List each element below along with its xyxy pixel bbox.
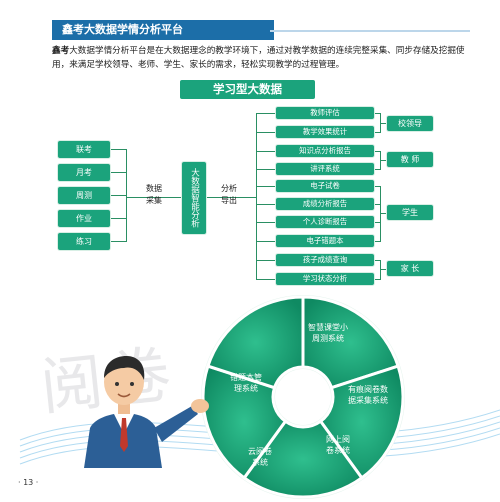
presenter-figure — [84, 356, 209, 468]
feature-box: 孩子成绩查询 — [276, 254, 374, 266]
feature-box: 教学效果统计 — [276, 126, 374, 138]
ring-segment-errorbook — [206, 295, 305, 390]
title-accent-line — [270, 30, 470, 32]
feature-box: 电子错题本 — [276, 235, 374, 247]
role-box-student: 学生 — [387, 205, 433, 220]
connector — [256, 222, 276, 223]
connector — [380, 213, 387, 214]
feature-box: 电子试卷 — [276, 180, 374, 192]
intro-lead: 鑫考 — [52, 46, 70, 56]
ring-label: 系统 — [252, 457, 268, 467]
connector — [256, 204, 276, 205]
connector — [374, 113, 380, 114]
page-number: · 13 · — [18, 478, 39, 487]
connector — [380, 123, 387, 124]
connector — [374, 241, 380, 242]
ring-center — [275, 369, 331, 425]
connector — [110, 195, 126, 196]
ring-label: 有痕阅卷数 — [348, 384, 388, 394]
feature-box: 讲评系统 — [276, 163, 374, 175]
connector — [380, 160, 387, 161]
ring-segment-trace — [318, 364, 405, 480]
ring-label: 周测系统 — [312, 333, 344, 343]
ring-label: 网上阅 — [326, 435, 350, 444]
ring-label: 据采集系统 — [348, 395, 388, 405]
connector — [256, 260, 276, 261]
system-ring: 智慧课堂小 周测系统 有痕阅卷数 据采集系统 网上阅 卷系统 云阅卷 系统 错题… — [201, 295, 405, 499]
feature-box: 成绩分析报告 — [276, 198, 374, 210]
source-box: 练习 — [58, 233, 110, 250]
feature-box: 个人诊断报告 — [276, 216, 374, 228]
ring-label: 智慧课堂小 — [308, 322, 348, 332]
main-label: 学习型大数据 — [180, 80, 315, 99]
role-box-parent: 家 长 — [387, 261, 433, 276]
source-box: 联考 — [58, 141, 110, 158]
collect-label: 数据采集 — [146, 184, 162, 205]
connector — [374, 132, 380, 133]
connector — [374, 186, 380, 187]
ring-label: 卷系统 — [326, 445, 350, 455]
connector — [126, 149, 127, 242]
engine-box: 大数据智能分析 — [182, 162, 206, 234]
connector — [110, 172, 126, 173]
connector — [256, 279, 276, 280]
connector — [256, 132, 276, 133]
connector — [374, 204, 380, 205]
role-box-leader: 校领导 — [387, 116, 433, 131]
export-label: 分析导出 — [221, 184, 237, 205]
connector — [256, 186, 276, 187]
connector — [110, 218, 126, 219]
source-box: 作业 — [58, 210, 110, 227]
source-box: 周测 — [58, 187, 110, 204]
connector — [256, 169, 276, 170]
ring-label: 错题本管 — [230, 372, 262, 382]
connector — [380, 260, 381, 280]
connector — [374, 260, 380, 261]
connector — [110, 241, 126, 242]
ring-segment-online — [242, 419, 364, 499]
connector — [374, 279, 380, 280]
ring-label: 云阅卷 — [248, 446, 272, 456]
connector — [256, 151, 276, 152]
section-title: 鑫考大数据学情分析平台 — [52, 20, 274, 40]
connector — [374, 222, 380, 223]
feature-box: 教师评估 — [276, 107, 374, 119]
connector — [380, 269, 387, 270]
connector — [126, 197, 182, 198]
connector — [374, 151, 380, 152]
connector — [380, 186, 381, 242]
ring-label: 理系统 — [234, 383, 258, 393]
connector — [110, 149, 126, 150]
connector — [374, 169, 380, 170]
feature-box: 知识点分析报告 — [276, 145, 374, 157]
ring-segment-quiz — [301, 295, 400, 390]
connector — [206, 197, 256, 198]
role-box-teacher: 教 师 — [387, 152, 433, 167]
connector — [256, 113, 257, 279]
intro-body: 大数据学情分析平台是在大数据理念的教学环境下，通过对教学数据的连续完整采集、同步… — [52, 46, 465, 70]
intro-paragraph: 鑫考大数据学情分析平台是在大数据理念的教学环境下，通过对教学数据的连续完整采集、… — [52, 44, 472, 72]
connector — [256, 113, 276, 114]
connector — [256, 241, 276, 242]
ring-segment-cloud — [201, 364, 288, 480]
source-box: 月考 — [58, 164, 110, 181]
feature-box: 学习状态分析 — [276, 273, 374, 285]
